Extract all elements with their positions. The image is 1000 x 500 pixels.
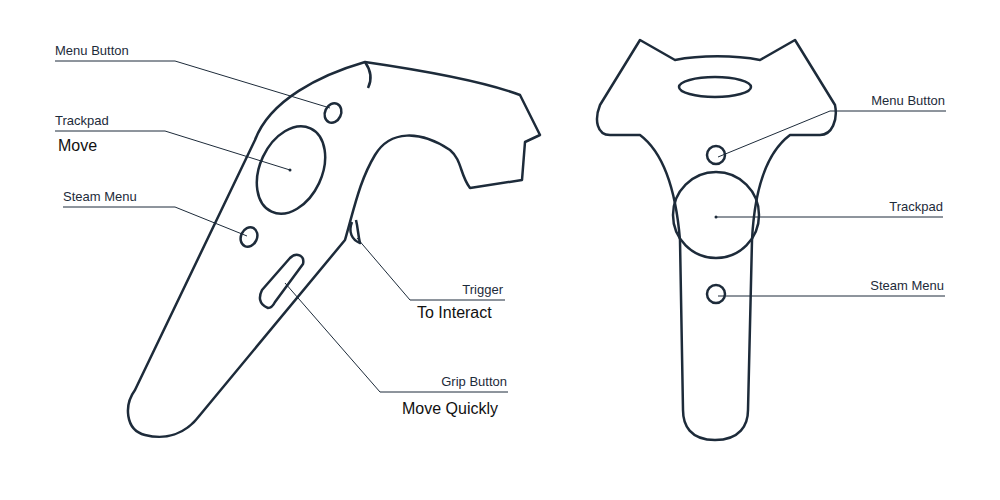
part-label: Steam Menu	[63, 189, 137, 204]
controller-ring-edge	[365, 62, 371, 88]
steam-button-shape	[238, 225, 261, 250]
part-label: Steam Menu	[870, 278, 944, 293]
part-label: Trigger	[462, 282, 503, 297]
action-note: Move Quickly	[402, 400, 498, 418]
grip-button-shape	[260, 255, 303, 308]
part-label: Trackpad	[889, 199, 943, 214]
leader-line	[63, 207, 247, 236]
part-label: Grip Button	[441, 374, 507, 389]
part-label: Menu Button	[871, 93, 945, 108]
leader-line	[716, 217, 943, 218]
ring-slot-shape	[679, 77, 751, 97]
trackpad-shape	[673, 172, 759, 258]
leader-line	[285, 283, 508, 392]
menu-button-shape	[322, 101, 345, 126]
trackpad-shape	[243, 115, 338, 225]
leader-dot	[289, 169, 292, 172]
leader-line	[55, 131, 290, 170]
action-note: Move	[58, 137, 97, 155]
leader-dot	[715, 216, 718, 219]
leader-line	[718, 111, 946, 157]
part-label: Trackpad	[55, 113, 109, 128]
controller-side-outline	[128, 62, 540, 437]
part-label: Menu Button	[55, 43, 129, 58]
leader-line	[55, 61, 330, 108]
leader-line	[718, 296, 945, 297]
leader-line	[357, 238, 505, 300]
action-note: To Interact	[417, 304, 492, 322]
steam-button-shape	[707, 285, 725, 303]
controller-front-outline	[597, 40, 836, 440]
